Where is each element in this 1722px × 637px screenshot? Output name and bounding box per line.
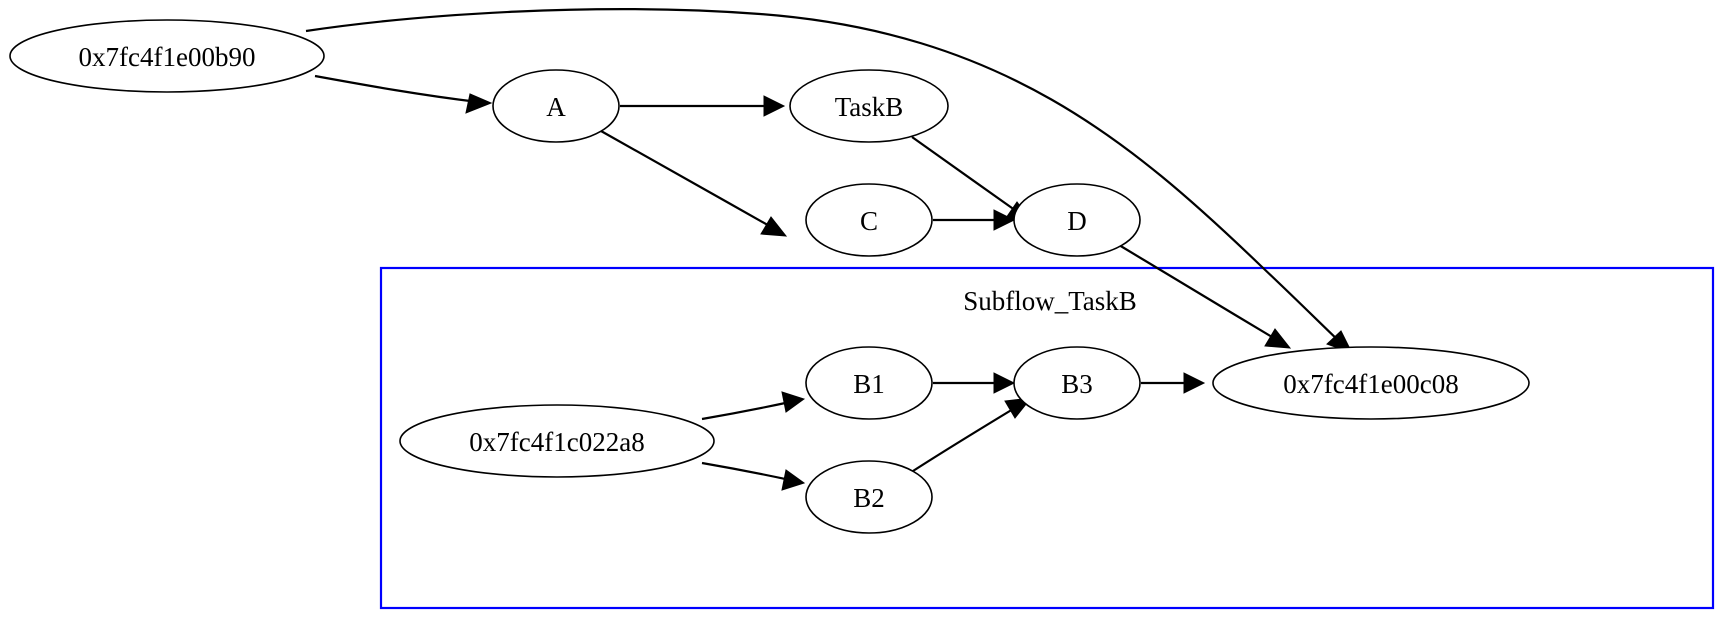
cluster-border (379, 266, 1715, 610)
node-0x7fc4f1e00b90[interactable]: 0x7fc4f1e00b90 (9, 19, 325, 93)
node-label: TaskB (835, 92, 904, 122)
arrowhead (760, 216, 788, 237)
arrowhead (781, 469, 806, 491)
node-0x7fc4f1c022a8[interactable]: 0x7fc4f1c022a8 (399, 404, 715, 478)
node-label: 0x7fc4f1e00b90 (79, 42, 256, 72)
cluster-subflow-taskb: Subflow_TaskB (379, 266, 1715, 610)
edge-taskb-to-d (911, 136, 1033, 222)
arrowhead (781, 391, 806, 413)
edge-line (600, 130, 774, 229)
node-label: B2 (853, 483, 885, 513)
edge-line (314, 74, 479, 104)
node-label: B1 (853, 369, 885, 399)
edge-b1-to-b3 (933, 372, 1016, 394)
arrowhead (993, 372, 1016, 394)
edge-subsrc-to-b2 (701, 461, 806, 491)
node-shape[interactable] (1013, 346, 1141, 420)
arrowhead (1264, 328, 1292, 349)
node-shape[interactable] (399, 404, 715, 478)
edge-line (701, 400, 791, 421)
edge-a-to-taskb (620, 95, 786, 117)
node-0x7fc4f1e00c08[interactable]: 0x7fc4f1e00c08 (1212, 346, 1530, 420)
node-shape[interactable] (789, 69, 949, 143)
node-shape[interactable] (1013, 183, 1141, 257)
edge-b2-to-b3 (912, 397, 1033, 472)
node-shape[interactable] (1212, 346, 1530, 420)
arrowhead (465, 93, 493, 114)
edge-line (701, 461, 791, 482)
edge-a-to-c (600, 130, 788, 237)
node-d[interactable]: D (1013, 183, 1141, 257)
edge-src-to-a (314, 74, 493, 114)
node-c[interactable]: C (805, 183, 933, 257)
edge-b3-to-sink (1141, 372, 1206, 394)
arrowhead (763, 95, 786, 117)
node-taskb[interactable]: TaskB (789, 69, 949, 143)
edge-line (305, 8, 1343, 345)
arrowhead (1183, 372, 1206, 394)
edge-d-to-sink (1118, 244, 1292, 349)
edge-line (912, 405, 1019, 472)
edge-subsrc-to-b1 (701, 391, 806, 421)
node-label: B3 (1061, 369, 1093, 399)
node-shape[interactable] (805, 346, 933, 420)
cluster-label: Subflow_TaskB (963, 286, 1137, 316)
edge-line (911, 136, 1020, 214)
node-shape[interactable] (9, 19, 325, 93)
node-label: D (1067, 206, 1087, 236)
node-b3[interactable]: B3 (1013, 346, 1141, 420)
node-shape[interactable] (805, 460, 933, 534)
node-b2[interactable]: B2 (805, 460, 933, 534)
edge-line (1118, 244, 1278, 341)
node-a[interactable]: A (492, 69, 620, 143)
node-label: 0x7fc4f1e00c08 (1283, 369, 1458, 399)
node-b1[interactable]: B1 (805, 346, 933, 420)
edge-c-to-d (933, 209, 1016, 231)
node-shape[interactable] (805, 183, 933, 257)
node-shape[interactable] (492, 69, 620, 143)
node-label: 0x7fc4f1c022a8 (469, 427, 644, 457)
arrowhead (993, 209, 1016, 231)
node-label: C (860, 206, 878, 236)
edge-src-to-sink (305, 8, 1354, 354)
node-label: A (546, 92, 566, 122)
